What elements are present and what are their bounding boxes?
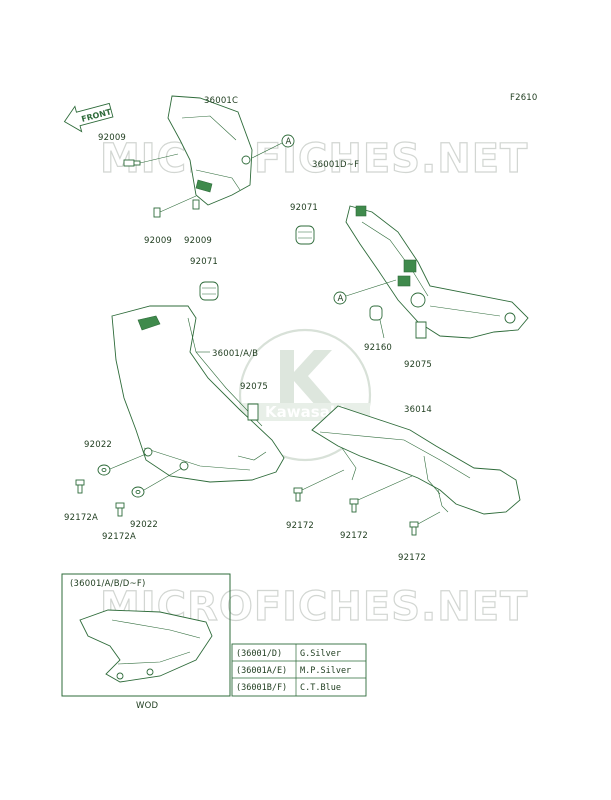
washer-92022-a <box>97 464 111 476</box>
label-92009-c: 92009 <box>184 236 212 246</box>
label-92160: 92160 <box>364 343 392 353</box>
side-cover-36001d-f <box>345 205 529 339</box>
label-36001c: 36001C <box>204 96 238 106</box>
svg-text:M.P.Silver: M.P.Silver <box>300 666 351 676</box>
label-92009-a: 92009 <box>98 133 126 143</box>
screw-92009-a <box>123 159 141 167</box>
label-92172a-a: 92172A <box>64 513 98 523</box>
svg-text:G.Silver: G.Silver <box>300 649 341 659</box>
label-92075-b: 92075 <box>404 360 432 370</box>
label-92009-b: 92009 <box>144 236 172 246</box>
svg-text:A: A <box>338 294 344 304</box>
label-92172a-b: 92172A <box>102 532 136 542</box>
label-92071-b: 92071 <box>190 257 218 267</box>
bolt-92172-a <box>293 487 303 502</box>
svg-text:C.T.Blue: C.T.Blue <box>300 683 341 693</box>
callout-a-lower: A <box>333 279 397 305</box>
label-92022-a: 92022 <box>84 440 112 450</box>
washer-92022-b <box>131 486 145 498</box>
svg-text:(36001B/F): (36001B/F) <box>236 683 287 693</box>
bolt-92172a-a <box>75 479 85 494</box>
label-92172-b: 92172 <box>340 531 368 541</box>
svg-text:A: A <box>286 137 292 147</box>
svg-text:(36001A/E): (36001A/E) <box>236 666 287 676</box>
bolt-92172-b <box>349 498 359 513</box>
bolt-92172-c <box>409 521 419 536</box>
grommet-92071-b <box>199 281 219 301</box>
inset-box: (36001/A/B/D~F) WOD <box>61 573 231 711</box>
collar-92160 <box>369 305 383 321</box>
label-92022-b: 92022 <box>130 520 158 530</box>
logo-text: Kawasaki <box>265 403 345 421</box>
clip-92075-b <box>415 321 427 339</box>
callout-a-top: A <box>251 134 295 159</box>
color-table-row: (36001A/E) M.P.Silver <box>236 666 351 676</box>
label-36014: 36014 <box>404 405 432 415</box>
grommet-92071-a <box>295 225 315 245</box>
clip-92075-a <box>247 403 259 421</box>
color-table-row: (36001/D) G.Silver <box>236 649 341 659</box>
screw-92009-b <box>153 207 161 218</box>
label-92172-c: 92172 <box>398 553 426 563</box>
label-92172-a: 92172 <box>286 521 314 531</box>
label-36001-a-b: 36001/A/B <box>212 349 258 359</box>
label-36001d-f: 36001D~F <box>312 160 359 170</box>
figure-code: F2610 <box>510 93 538 103</box>
bolt-92172a-b <box>115 502 125 517</box>
label-92071-a: 92071 <box>290 203 318 213</box>
inset-caption: WOD <box>136 701 158 711</box>
cover-36001c <box>167 95 253 206</box>
chain-cover-36014 <box>311 405 521 515</box>
label-92075-a: 92075 <box>240 382 268 392</box>
inset-title: (36001/A/B/D~F) <box>70 579 145 589</box>
watermark-top: MICROFICHES.NET <box>100 136 528 182</box>
color-table-row: (36001B/F) C.T.Blue <box>236 683 341 693</box>
front-arrow: FRONT <box>63 102 114 133</box>
svg-text:(36001/D): (36001/D) <box>236 649 282 659</box>
color-table: (36001/D) G.Silver (36001A/E) M.P.Silver… <box>231 643 367 697</box>
screw-92009-c <box>192 199 200 210</box>
side-cover-36001-a-b <box>111 305 285 483</box>
